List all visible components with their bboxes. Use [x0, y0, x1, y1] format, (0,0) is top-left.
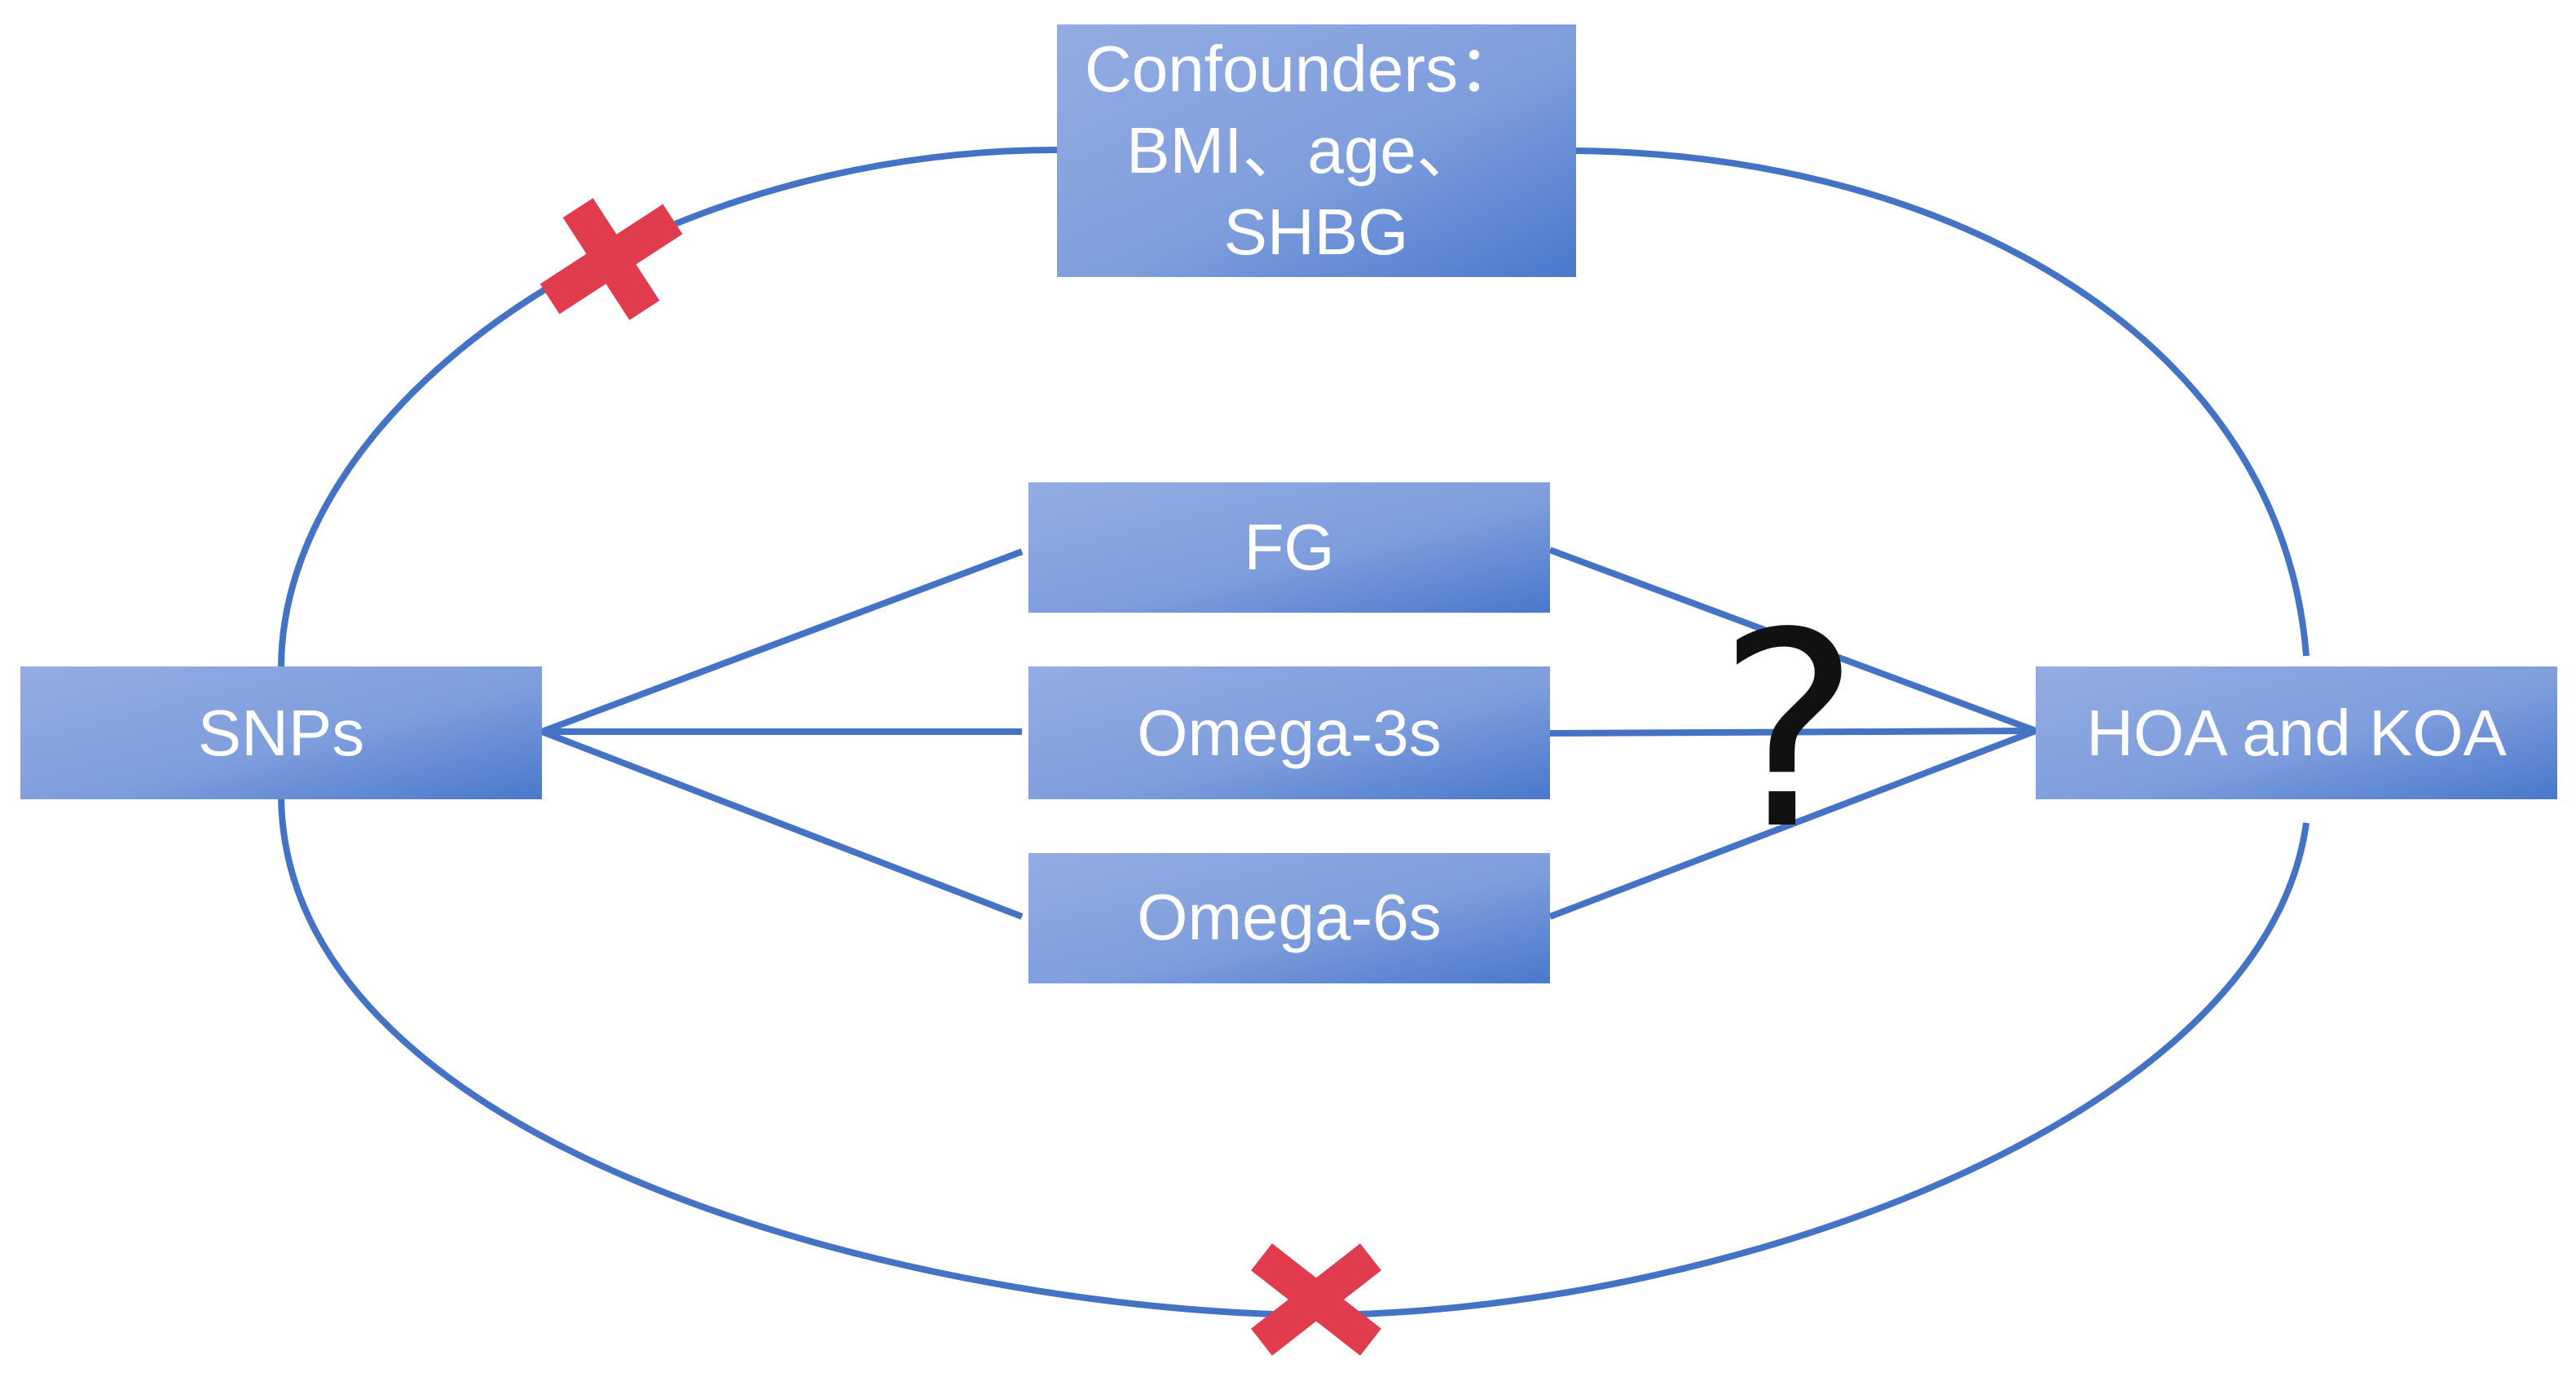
arrow-omega3-to-outcome [1549, 728, 2037, 737]
cross-icon [539, 198, 683, 320]
omega6-label: Omega-6s [1137, 881, 1441, 953]
path-snps-to-confounders [278, 147, 1058, 669]
omega3-label: Omega-3s [1137, 697, 1441, 769]
confounders-label-line2: BMI、age、 [1126, 114, 1482, 187]
confounders-label-line1: Confounders： [1085, 33, 1523, 105]
arrow-snps-to-fg [540, 548, 1024, 735]
cross-icon [1251, 1243, 1381, 1356]
confounders-label-line3: SHBG [1224, 196, 1409, 268]
fg-box: FG [1028, 482, 1550, 613]
question-mark: ? [1717, 575, 1860, 888]
arrow-fg-to-outcome [1548, 547, 2037, 734]
confounders-box: Confounders： BMI、age、 SHBG [1057, 24, 1576, 277]
fg-label: FG [1244, 511, 1334, 583]
omega6-box: Omega-6s [1028, 853, 1550, 983]
omega3-box: Omega-3s [1028, 666, 1550, 799]
snps-label: SNPs [198, 697, 365, 769]
arrow-snps-to-omega6 [540, 728, 1024, 920]
snps-box: SNPs [20, 666, 542, 799]
outcome-label: HOA and KOA [2086, 697, 2507, 769]
path-confounders-to-outcome [1575, 147, 2310, 657]
outcome-box: HOA and KOA [2036, 666, 2557, 799]
arrow-omega6-to-outcome [1548, 728, 2037, 920]
